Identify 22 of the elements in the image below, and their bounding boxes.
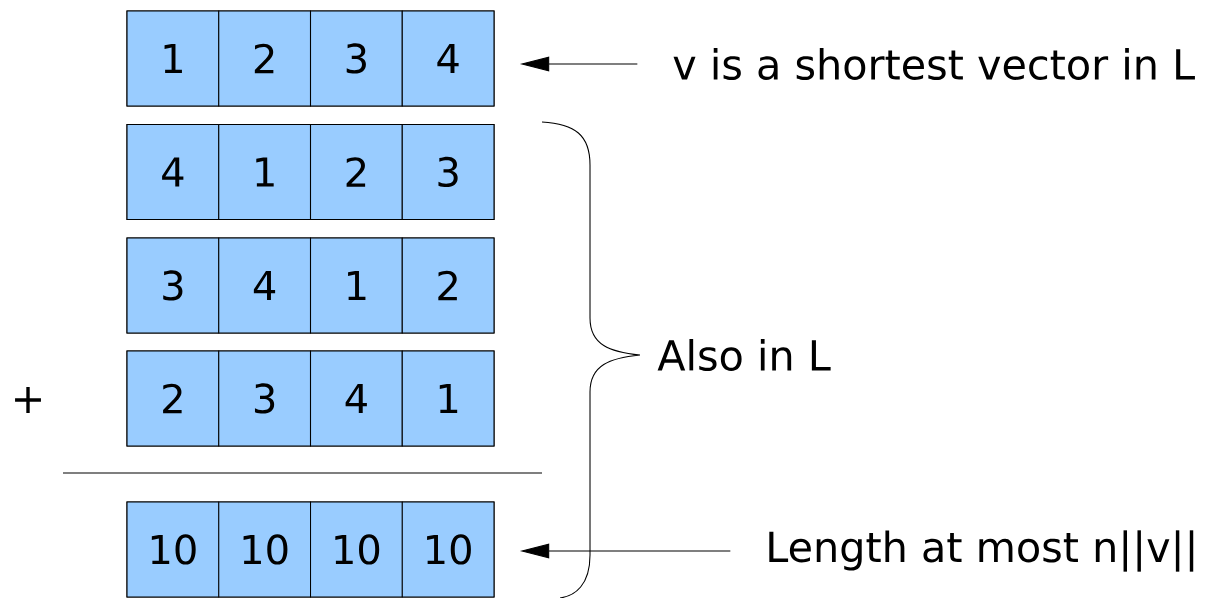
vector-cell: 4 (309, 350, 403, 447)
vector-cell: 10 (218, 501, 312, 598)
vector-cell: 1 (126, 10, 220, 107)
vector-cell: 3 (309, 10, 403, 107)
plus-sign: + (15, 387, 41, 413)
vector-cell: 10 (309, 501, 403, 598)
annotation-text: v is a shortest vector in L (673, 48, 1195, 80)
vector-cell: 10 (126, 501, 220, 598)
vector-cell: 2 (126, 350, 220, 447)
brace-label: Also in L (657, 339, 831, 371)
vector-cell: 10 (401, 501, 495, 598)
vector-cell: 2 (401, 237, 495, 334)
vector-cell: 3 (126, 237, 220, 334)
vector-cell: 4 (401, 10, 495, 107)
vector-cell: 1 (309, 237, 403, 334)
vector-cell: 3 (218, 350, 312, 447)
node-label: 10 (243, 534, 288, 565)
vector-cell: 1 (401, 350, 495, 447)
vector-cell: 4 (218, 237, 312, 334)
node-label: 10 (151, 534, 196, 565)
vector-cell: 2 (218, 10, 312, 107)
annotation-text: Length at most n||v|| (769, 530, 1194, 572)
